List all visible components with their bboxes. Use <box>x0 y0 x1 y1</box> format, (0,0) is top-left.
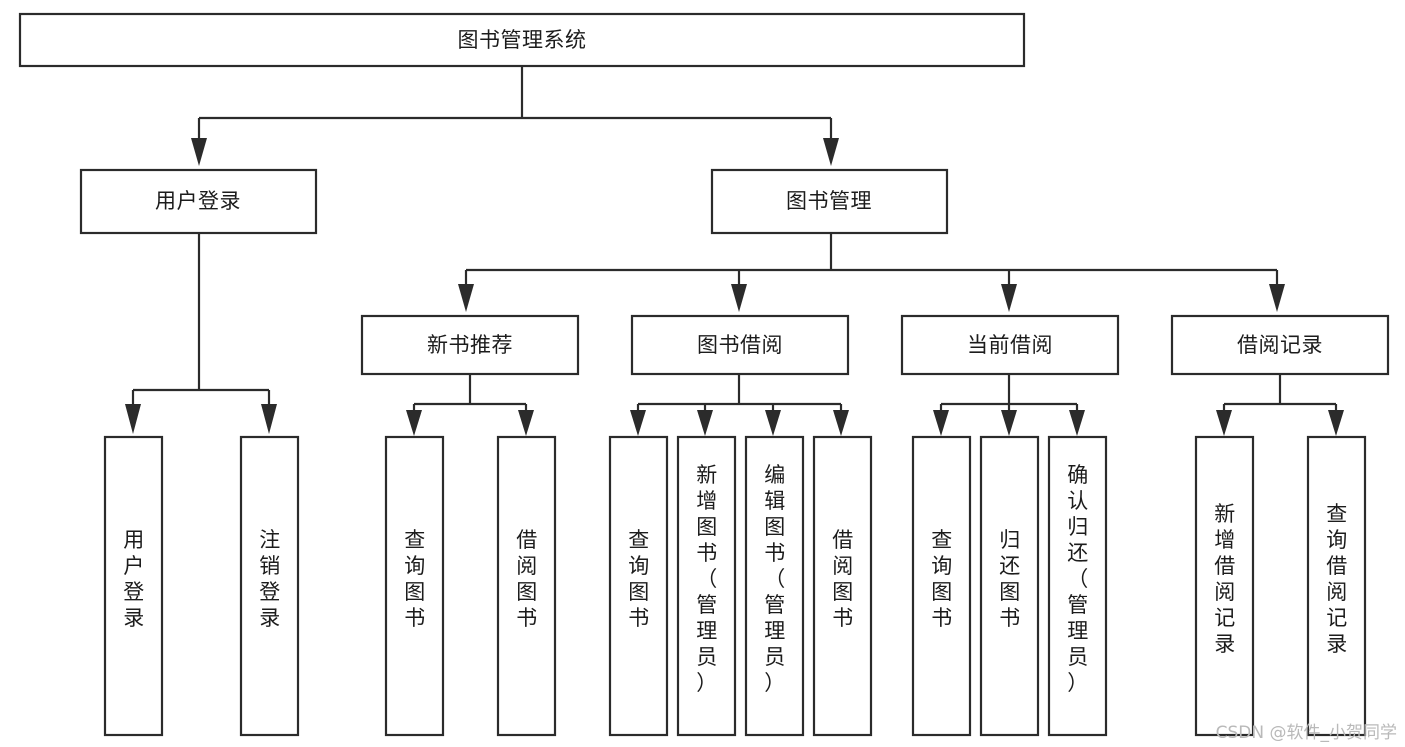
node-leaf-user-login-label: 用户登录 <box>123 528 145 630</box>
node-book-borrow-box[interactable] <box>630 314 850 376</box>
arrow-head-leaf-query-book-3 <box>933 410 949 436</box>
node-leaf-add-book[interactable]: 新增图书（管理员） <box>676 435 737 737</box>
node-leaf-query-book-1[interactable]: 查询图书 <box>384 435 445 737</box>
node-user-login-label: 用户登录 <box>155 189 241 213</box>
arrow-head-leaf-edit-book <box>765 410 781 436</box>
connector-group-root <box>191 66 839 166</box>
node-borrow-record[interactable]: 借阅记录 <box>1170 314 1390 376</box>
node-book-manage-label: 图书管理 <box>786 189 872 213</box>
node-leaf-add-book-label: 新增图书（管理员） <box>696 463 718 695</box>
node-leaf-confirm-return[interactable]: 确认归还（管理员） <box>1047 435 1108 737</box>
arrow-head-book-borrow <box>731 284 747 312</box>
node-leaf-return-book-box[interactable] <box>979 435 1040 737</box>
node-leaf-add-borrow-record[interactable]: 新增借阅记录 <box>1194 435 1255 737</box>
arrow-head-user-login <box>191 138 207 166</box>
node-user-login-box[interactable] <box>79 168 318 235</box>
connector-group-user-login <box>125 233 277 434</box>
node-borrow-record-label: 借阅记录 <box>1237 333 1323 357</box>
node-leaf-borrow-book-2[interactable]: 借阅图书 <box>812 435 873 737</box>
node-root[interactable]: 图书管理系统 <box>18 12 1026 68</box>
node-leaf-query-book-2-label: 查询图书 <box>628 528 650 630</box>
node-leaf-confirm-return-label: 确认归还（管理员） <box>1067 463 1089 695</box>
csdn-watermark: CSDN @软件_小贺同学 <box>1215 723 1397 743</box>
connector-group-borrow-record <box>1216 375 1344 436</box>
node-leaf-query-book-3-box[interactable] <box>911 435 972 737</box>
node-leaf-query-book-2-box[interactable] <box>608 435 669 737</box>
connector-group-book-manage <box>458 233 1285 312</box>
node-leaf-query-book-3[interactable]: 查询图书 <box>911 435 972 737</box>
node-leaf-query-book-1-box[interactable] <box>384 435 445 737</box>
connector-group-current-borrow <box>933 375 1085 436</box>
node-leaf-query-book-3-label: 查询图书 <box>931 528 953 630</box>
node-book-borrow-label: 图书借阅 <box>697 333 783 357</box>
node-current-borrow[interactable]: 当前借阅 <box>900 314 1120 376</box>
arrow-head-new-book-recommend <box>458 284 474 312</box>
node-leaf-return-book-label: 归还图书 <box>999 528 1021 630</box>
node-leaf-edit-book-box[interactable] <box>744 435 805 737</box>
node-user-login[interactable]: 用户登录 <box>79 168 318 235</box>
node-leaf-user-login[interactable]: 用户登录 <box>103 435 164 737</box>
node-root-box[interactable] <box>18 12 1026 68</box>
node-current-borrow-box[interactable] <box>900 314 1120 376</box>
node-leaf-borrow-book-2-box[interactable] <box>812 435 873 737</box>
node-leaf-borrow-book-1[interactable]: 借阅图书 <box>496 435 557 737</box>
arrow-head-leaf-confirm-return <box>1069 410 1085 436</box>
node-leaf-query-book-1-label: 查询图书 <box>404 528 426 630</box>
arrow-head-book-manage <box>823 138 839 166</box>
node-leaf-borrow-book-1-label: 借阅图书 <box>516 528 538 630</box>
arrow-head-current-borrow <box>1001 284 1017 312</box>
arrow-head-leaf-logout-login <box>261 404 277 434</box>
node-leaf-query-borrow-record[interactable]: 查询借阅记录 <box>1306 435 1367 737</box>
arrow-head-leaf-borrow-book-1 <box>518 410 534 436</box>
arrow-head-leaf-query-book-2 <box>630 410 646 436</box>
node-leaf-logout-login[interactable]: 注销登录 <box>239 435 300 737</box>
arrow-head-leaf-query-book-1 <box>406 410 422 436</box>
node-leaf-add-book-box[interactable] <box>676 435 737 737</box>
arrow-head-leaf-borrow-book-2 <box>833 410 849 436</box>
node-leaf-return-book[interactable]: 归还图书 <box>979 435 1040 737</box>
node-current-borrow-label: 当前借阅 <box>967 333 1053 357</box>
node-root-label: 图书管理系统 <box>458 28 587 52</box>
arrow-head-leaf-query-borrow-record <box>1328 410 1344 436</box>
node-leaf-edit-book-label: 编辑图书（管理员） <box>764 463 786 695</box>
node-leaf-borrow-book-2-label: 借阅图书 <box>832 528 854 630</box>
arrow-head-leaf-add-book <box>697 410 713 436</box>
node-new-book-recommend-box[interactable] <box>360 314 580 376</box>
node-book-manage-box[interactable] <box>710 168 949 235</box>
node-borrow-record-box[interactable] <box>1170 314 1390 376</box>
arrow-head-leaf-return-book <box>1001 410 1017 436</box>
node-leaf-user-login-box[interactable] <box>103 435 164 737</box>
arrow-head-leaf-add-borrow-record <box>1216 410 1232 436</box>
arrow-head-borrow-record <box>1269 284 1285 312</box>
node-leaf-borrow-book-1-box[interactable] <box>496 435 557 737</box>
connector-group-new-book-recommend <box>406 375 534 436</box>
node-leaf-logout-login-label: 注销登录 <box>259 528 281 630</box>
node-leaf-confirm-return-box[interactable] <box>1047 435 1108 737</box>
node-new-book-recommend[interactable]: 新书推荐 <box>360 314 580 376</box>
node-book-borrow[interactable]: 图书借阅 <box>630 314 850 376</box>
arrow-head-leaf-user-login <box>125 404 141 434</box>
node-leaf-query-borrow-record-label: 查询借阅记录 <box>1326 502 1348 656</box>
node-book-manage[interactable]: 图书管理 <box>710 168 949 235</box>
node-new-book-recommend-label: 新书推荐 <box>427 333 513 357</box>
node-leaf-query-book-2[interactable]: 查询图书 <box>608 435 669 737</box>
node-leaf-edit-book[interactable]: 编辑图书（管理员） <box>744 435 805 737</box>
connector-group-book-borrow <box>630 375 849 436</box>
node-leaf-query-borrow-record-box[interactable] <box>1306 435 1367 737</box>
node-leaf-add-borrow-record-box[interactable] <box>1194 435 1255 737</box>
node-leaf-add-borrow-record-label: 新增借阅记录 <box>1214 502 1236 656</box>
node-leaf-logout-login-box[interactable] <box>239 435 300 737</box>
